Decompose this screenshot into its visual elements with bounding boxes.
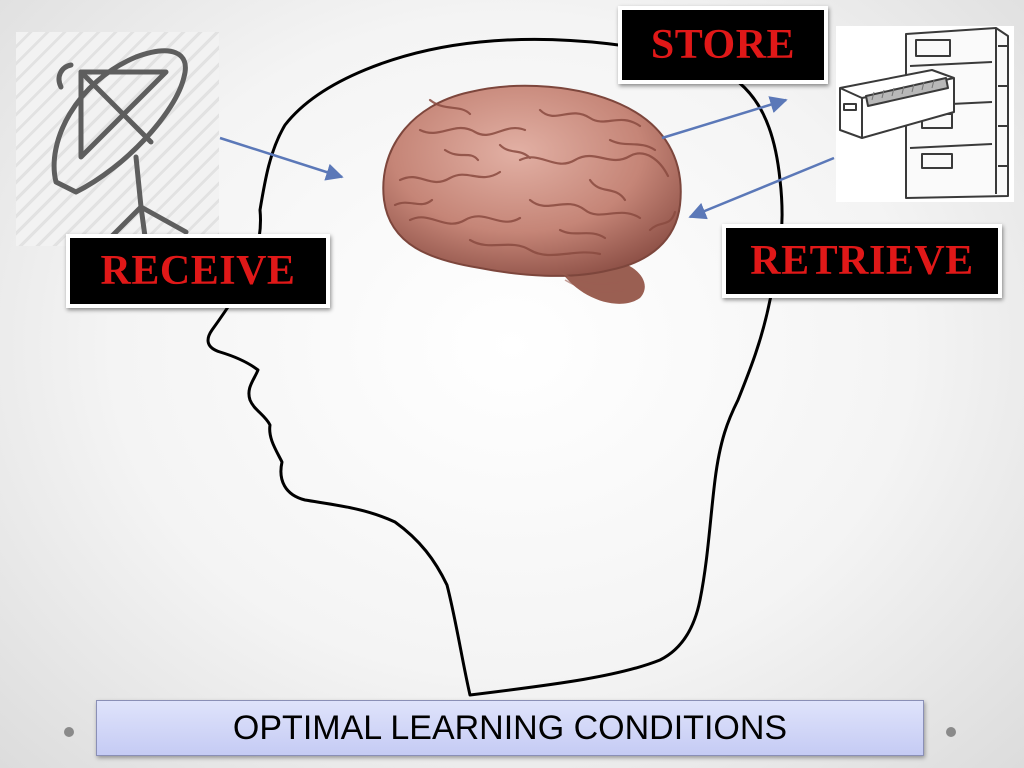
left-bullet bbox=[64, 727, 74, 737]
footer-title: OPTIMAL LEARNING CONDITIONS bbox=[96, 700, 924, 756]
satellite-dish-image bbox=[16, 32, 219, 246]
filing-cabinet-image bbox=[836, 26, 1014, 202]
right-bullet bbox=[946, 727, 956, 737]
receive-label: RECEIVE bbox=[66, 234, 330, 308]
satellite-dish-icon bbox=[51, 48, 189, 246]
store-label: STORE bbox=[618, 6, 828, 84]
filing-cabinet-icon bbox=[839, 27, 1009, 199]
retrieve-label: RETRIEVE bbox=[722, 224, 1002, 298]
